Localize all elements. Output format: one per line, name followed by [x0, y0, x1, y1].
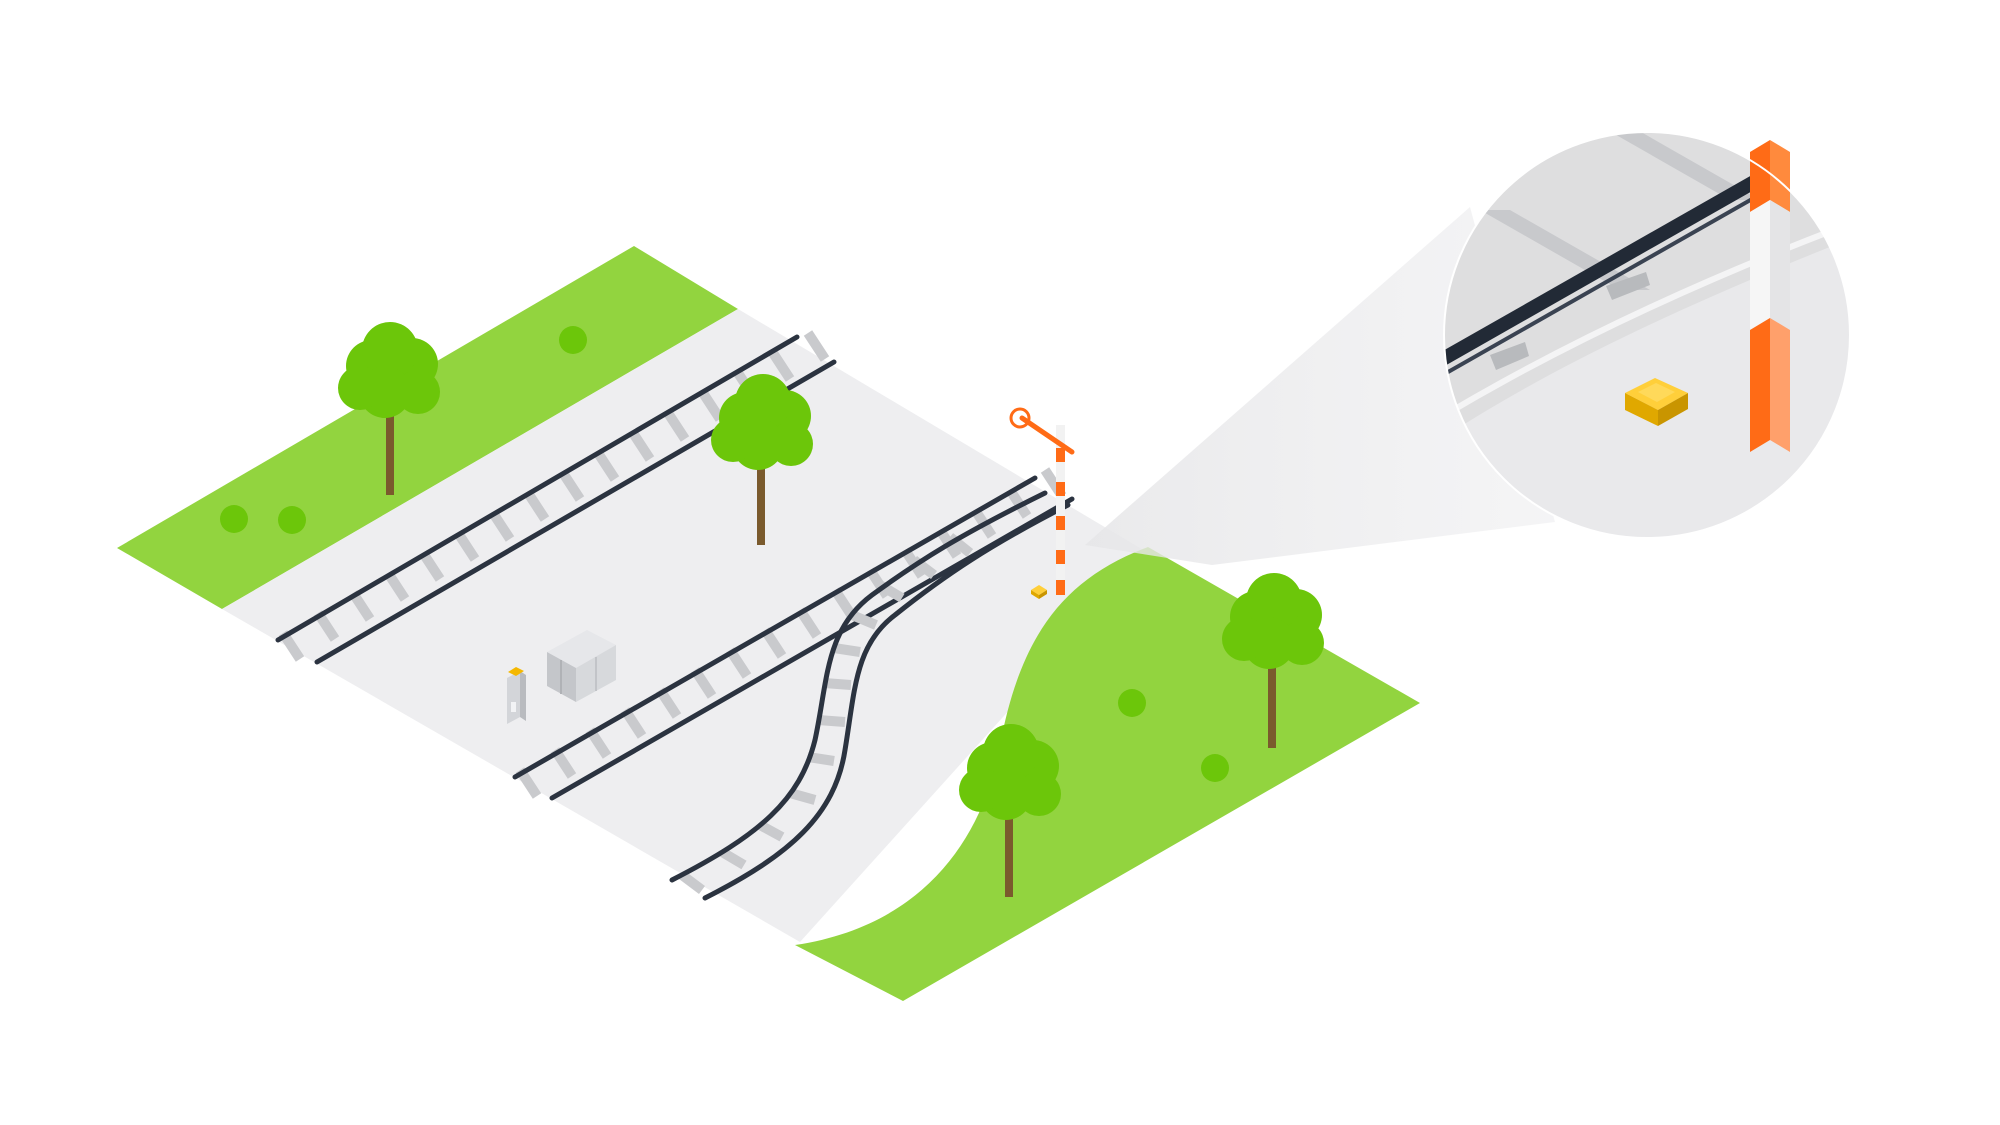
tree-crown — [338, 322, 440, 418]
zoom-beam — [1085, 207, 1555, 565]
bush — [1201, 754, 1229, 782]
track-bed — [222, 309, 1150, 942]
tree-east — [1222, 573, 1324, 748]
tree-trunk — [757, 455, 765, 545]
semaphore-signal[interactable] — [1009, 407, 1075, 595]
tree-crown — [959, 724, 1061, 820]
trackside-marker-post[interactable] — [507, 667, 526, 724]
bush — [220, 505, 248, 533]
zoom-signal-mast — [1750, 140, 1790, 452]
bushes — [220, 326, 1229, 782]
signal-mast — [1056, 425, 1065, 595]
marker-post-cap — [508, 667, 524, 676]
zoom-sensor — [1625, 378, 1688, 426]
tree-trunk — [1268, 655, 1276, 748]
signal-arm — [1019, 415, 1075, 455]
ground — [117, 246, 1420, 1001]
bush — [559, 326, 587, 354]
bush — [1118, 689, 1146, 717]
tree-between-tracks — [711, 374, 813, 545]
trackside-sensor[interactable] — [1031, 585, 1047, 599]
tree-crown — [711, 374, 813, 470]
tree-south — [959, 724, 1061, 897]
diverging-track[interactable] — [669, 490, 1071, 901]
tree-trunk — [386, 405, 394, 495]
zoom-magnifier[interactable] — [1420, 100, 1860, 539]
bush — [278, 506, 306, 534]
tree-crown — [1222, 573, 1324, 669]
tree-north-west — [338, 322, 440, 495]
straight-track-upper[interactable] — [275, 330, 837, 665]
tree-trunk — [1005, 805, 1013, 897]
equipment-cabinet[interactable] — [547, 630, 616, 702]
signal-lens — [1009, 407, 1031, 429]
